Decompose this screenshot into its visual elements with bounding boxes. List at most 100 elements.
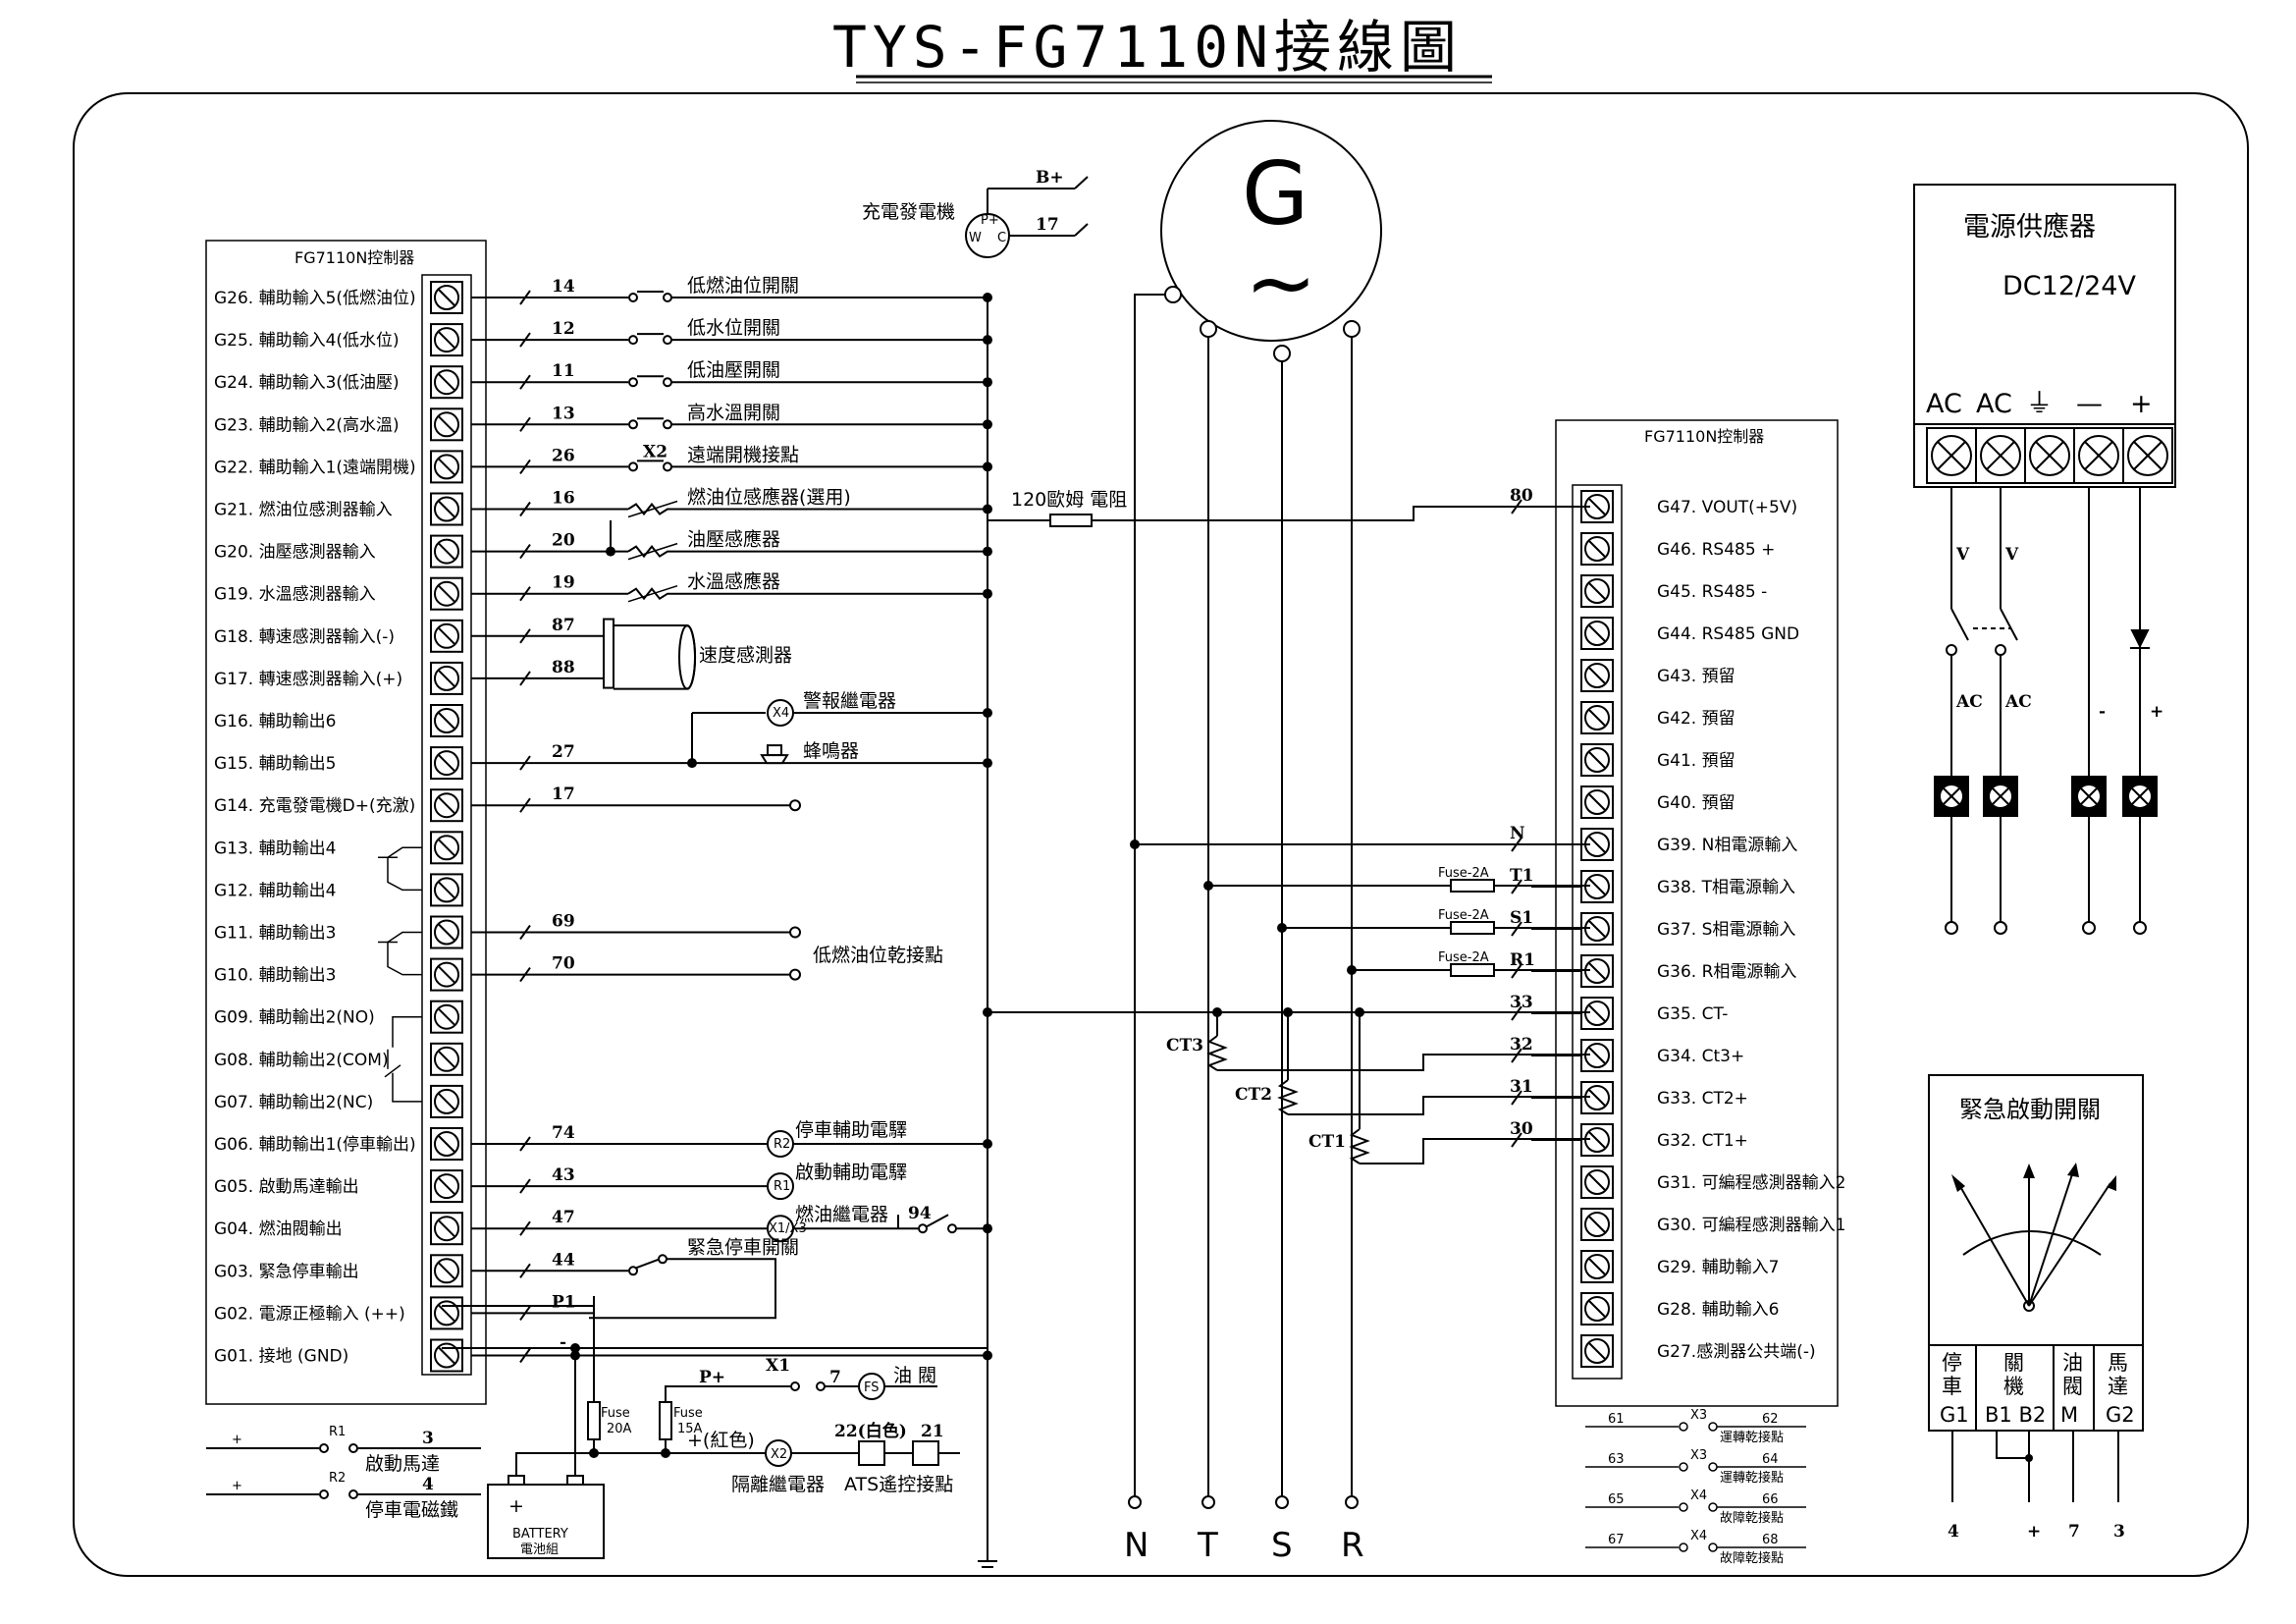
- svg-text:Fuse-2A: Fuse-2A: [1438, 908, 1489, 923]
- svg-text:M: M: [2060, 1403, 2078, 1427]
- terminal-g06: [430, 1127, 463, 1161]
- left-controller-label: FG7110N控制器: [294, 248, 414, 267]
- terminal-label-g31: G31. 可編程感測器輸入2: [1657, 1173, 1845, 1193]
- terminating-resistor: 120歐姆 電阻: [988, 489, 1590, 527]
- device-alarm-relay: 警報繼電器: [803, 690, 896, 712]
- terminal-label-g35: G35. CT-: [1657, 1004, 1728, 1024]
- svg-text:V: V: [1955, 545, 1970, 565]
- terminal-label-g14: G14. 充電發電機D+(充激): [214, 796, 415, 816]
- terminal-g16: [430, 704, 463, 737]
- svg-text:達: 達: [2108, 1375, 2128, 1398]
- svg-text:S1: S1: [1510, 908, 1533, 928]
- terminal-label-g39: G39. N相電源輸入: [1657, 836, 1797, 855]
- terminal-label-g24: G24. 輔助輸入3(低油壓): [214, 373, 400, 393]
- battery-zh-label: 電池組: [520, 1543, 559, 1557]
- svg-text:R2: R2: [329, 1471, 346, 1486]
- terminal-g44: [1580, 617, 1614, 650]
- terminal-label-g45: G45. RS485 -: [1657, 582, 1767, 602]
- isolation-relay-label: 隔離繼電器: [731, 1474, 825, 1495]
- terminal-label-g32: G32. CT1+: [1657, 1131, 1748, 1151]
- terminal-g11: [430, 915, 463, 949]
- svg-text:11: 11: [552, 361, 575, 381]
- svg-text:12: 12: [552, 319, 575, 339]
- svg-text:21: 21: [921, 1422, 944, 1441]
- phase-n-label: N: [1124, 1526, 1148, 1565]
- ct3-label: CT3: [1166, 1036, 1203, 1056]
- terminal-label-g41: G41. 預留: [1657, 751, 1735, 771]
- phase-r-label: R: [1341, 1526, 1364, 1565]
- terminal-g45: [1580, 574, 1614, 608]
- svg-text:17: 17: [1036, 215, 1059, 235]
- device-buzzer: 蜂鳴器: [803, 740, 859, 762]
- terminal-label-g07: G07. 輔助輸出2(NC): [214, 1093, 373, 1112]
- emergency-title: 緊急啟動開關: [1959, 1096, 2101, 1123]
- generator-symbol: G: [1242, 143, 1308, 244]
- svg-text:62: 62: [1762, 1412, 1779, 1427]
- svg-text:80: 80: [1510, 486, 1533, 506]
- start-stop-circuit: [206, 1443, 481, 1499]
- svg-text:R1: R1: [774, 1179, 790, 1194]
- terminal-label-g47: G47. VOUT(+5V): [1657, 498, 1797, 517]
- terminal-label-g01: G01. 接地 (GND): [214, 1347, 348, 1367]
- svg-text:+: +: [2130, 389, 2153, 419]
- dry-contact-label-1: 運轉乾接點: [1720, 1470, 1784, 1486]
- phase-t-label: T: [1197, 1526, 1218, 1565]
- svg-text:17: 17: [552, 785, 575, 804]
- generator: G ~ N T S R: [1124, 120, 1382, 1565]
- svg-text:Fuse-2A: Fuse-2A: [1438, 950, 1489, 965]
- device-low-fuel-dry-contact: 低燃油位乾接點: [813, 945, 943, 966]
- svg-text:⏚: ⏚: [2026, 389, 2053, 419]
- terminal-label-g03: G03. 緊急停車輸出: [214, 1262, 359, 1281]
- svg-text:+: +: [2027, 1522, 2041, 1542]
- terminal-label-g19: G19. 水溫感測器輸入: [214, 585, 376, 605]
- svg-text:7: 7: [829, 1368, 841, 1387]
- device-g06: 停車輔助電驛: [795, 1119, 907, 1141]
- terminal-label-g04: G04. 燃油閥輸出: [214, 1219, 343, 1239]
- terminal-g18: [430, 619, 463, 653]
- terminal-label-g40: G40. 預留: [1657, 793, 1735, 813]
- terminal-label-g28: G28. 輔助輸入6: [1657, 1300, 1779, 1320]
- svg-text:-: -: [560, 1333, 566, 1353]
- terminal-g17: [430, 661, 463, 695]
- svg-text:AC: AC: [1955, 692, 1983, 712]
- emergency-position-3: 馬: [2108, 1351, 2128, 1375]
- dry-contact-label-3: 故障乾接點: [1720, 1550, 1784, 1566]
- svg-text:R1: R1: [329, 1425, 346, 1439]
- phase-s-label: S: [1271, 1526, 1293, 1565]
- svg-text:AC: AC: [2004, 692, 2032, 712]
- terminal-label-g42: G42. 預留: [1657, 709, 1735, 729]
- terminal-label-g21: G21. 燃油位感測器輸入: [214, 501, 393, 520]
- device-g23: 高水溫開關: [687, 402, 780, 423]
- terminal-g09: [430, 1000, 463, 1034]
- svg-text:V: V: [2004, 545, 2019, 565]
- svg-text:4: 4: [1948, 1522, 1959, 1542]
- svg-text:C: C: [997, 231, 1006, 245]
- terminal-label-g10: G10. 輔助輸出3: [214, 966, 336, 986]
- terminal-label-g09: G09. 輔助輸出2(NO): [214, 1008, 375, 1028]
- svg-text:AC: AC: [1976, 389, 2012, 419]
- terminal-g40: [1580, 785, 1614, 819]
- power-supply: 電源供應器 DC12/24V AC AC ⏚ — +: [1913, 184, 2176, 488]
- svg-text:P+: P+: [981, 213, 999, 228]
- svg-text:Fuse: Fuse: [601, 1406, 630, 1421]
- svg-text:機: 機: [2003, 1375, 2024, 1398]
- terminal-g19: [430, 576, 463, 611]
- svg-text:X4: X4: [773, 706, 789, 721]
- terminal-g31: [1580, 1165, 1614, 1199]
- device-g19: 水溫感應器: [687, 570, 780, 593]
- page-title: TYS-FG7110N接線圖: [832, 14, 1463, 81]
- svg-text:+: +: [232, 1433, 242, 1447]
- svg-text:X3: X3: [1690, 1408, 1707, 1423]
- svg-text:13: 13: [552, 404, 575, 423]
- psu-title: 電源供應器: [1963, 212, 2096, 243]
- terminal-label-g26: G26. 輔助輸入5(低燃油位): [214, 289, 416, 308]
- terminal-g29: [1580, 1250, 1614, 1283]
- terminal-g02: [430, 1296, 463, 1330]
- svg-text:Fuse: Fuse: [673, 1406, 703, 1421]
- emergency-position-2: 油: [2062, 1351, 2083, 1375]
- svg-text:44: 44: [552, 1250, 575, 1270]
- terminal-g05: [430, 1169, 463, 1204]
- svg-text:30: 30: [1510, 1119, 1533, 1139]
- svg-text:X1/X3: X1/X3: [769, 1221, 807, 1236]
